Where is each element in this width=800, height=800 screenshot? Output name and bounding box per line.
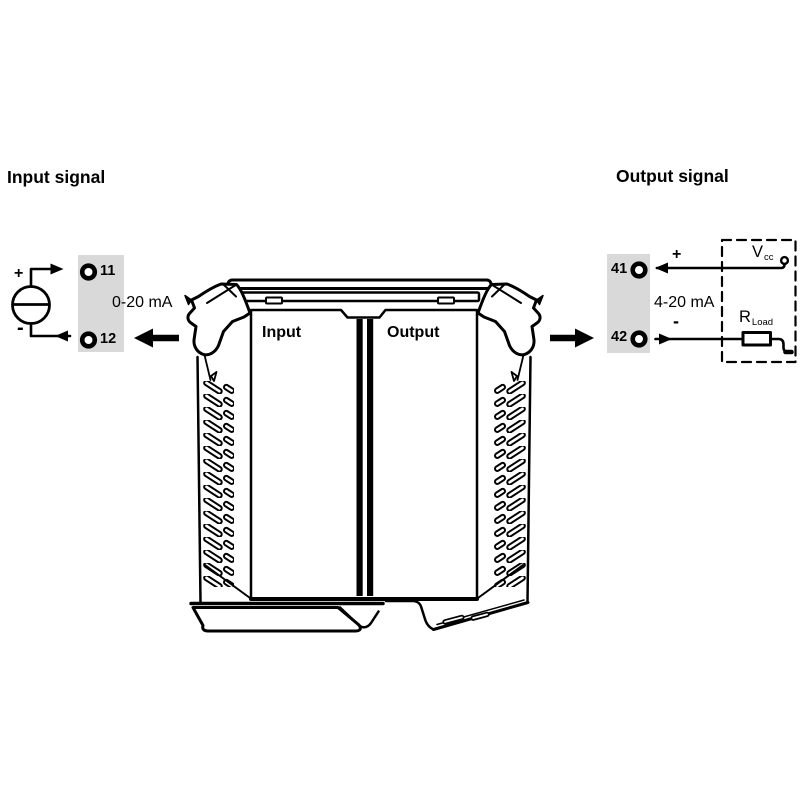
corner-latch-right [476,282,545,383]
vent-slots-left [202,381,234,587]
module-input-label: Input [262,324,302,341]
terminal-11-number: 11 [100,263,116,279]
vcc-terminal-icon [779,255,790,266]
module-face [249,308,479,601]
terminal-11-icon [79,263,98,281]
rail-slot-2 [470,611,490,621]
source-minus-sign: - [17,317,24,339]
output-range-label: 4-20 mA [654,294,715,311]
inner-wall-right [477,564,524,599]
module-top-clip-left [265,296,283,305]
input-signal-title: Input signal [7,167,106,187]
terminal-42-number: 42 [611,329,628,345]
resistor-icon [741,331,772,347]
terminal-42-icon [630,330,648,348]
module-output-label: Output [387,324,440,341]
rload-label-sub: Load [751,317,774,328]
vcc-label-base: V [752,243,764,261]
output-minus-sign: - [673,311,679,331]
module-top-bar [226,278,493,290]
rload-label-base: R [739,308,751,326]
rail-slot-1 [442,614,465,625]
module-top-clip-right [437,296,455,305]
module-center-stripe [356,319,374,596]
terminal-12-icon [79,331,98,349]
output-plus-sign: + [672,246,682,263]
inner-wall-left [204,564,251,599]
input-range-label: 0-20 mA [112,294,173,311]
din-module-illustration [184,278,545,633]
input-circuit [11,255,179,352]
terminal-41-number: 41 [611,261,628,277]
flow-arrow-right-icon [550,328,594,348]
terminal-41-icon [630,261,648,279]
wire-arrow-left-icon [655,262,668,274]
terminal-12-number: 12 [100,331,117,347]
rail-foot-hook [338,606,380,629]
wire-arrow-right-icon [659,333,672,345]
vcc-label-sub: cc [764,252,774,263]
module-left-edge [196,355,202,604]
output-wire-plus [655,263,786,270]
source-plus-sign: + [14,265,24,282]
output-circuit [550,238,797,364]
input-wire-plus [29,267,53,288]
rail-foot-left [191,606,362,633]
corner-latch-left [184,282,252,382]
wire-arrow-left-icon [55,330,68,342]
module-right-edge [526,355,532,604]
vent-slots-right [494,381,526,587]
vcc-label: V cc [752,243,774,263]
output-signal-title: Output signal [616,166,729,186]
rload-label: R Load [739,308,774,328]
wire-arrow-right-icon [50,263,64,275]
rail-foot-right [384,599,435,631]
flow-arrow-left-icon [134,328,179,348]
load-dashed-box [720,238,797,364]
